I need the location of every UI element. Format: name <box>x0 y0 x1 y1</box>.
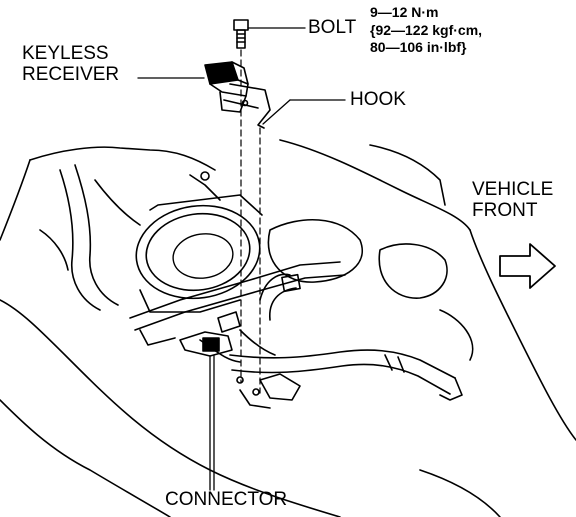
connector-label: CONNECTOR <box>165 489 288 510</box>
vehicle-front-arrow-icon <box>499 243 556 289</box>
bracket <box>129 171 346 346</box>
wire-harness <box>199 273 463 401</box>
torque-line-2: {92—122 kgf·cm, <box>370 21 483 38</box>
left-trim <box>39 164 141 311</box>
body-panel <box>0 139 576 517</box>
connector-cluster <box>179 311 301 409</box>
panel-openings <box>267 218 474 361</box>
torque-spec: 9—12 N·m {92—122 kgf·cm, 80—106 in·lbf} <box>370 4 482 57</box>
vehicle-line-1: VEHICLE <box>472 179 554 200</box>
keyless-line-2: RECEIVER <box>22 63 120 85</box>
torque-line-3: 80—106 in·lbf} <box>370 39 467 55</box>
speaker <box>135 194 263 313</box>
hook-label: HOOK <box>350 89 406 110</box>
hook-leader <box>262 99 291 125</box>
bolt <box>233 19 306 49</box>
alignment-lines <box>240 49 261 394</box>
vehicle-line-2: FRONT <box>472 199 538 221</box>
connector-body <box>202 337 220 352</box>
keyless-receiver-label: KEYLESS RECEIVER <box>22 43 120 86</box>
keyless-line-1: KEYLESS <box>22 43 109 64</box>
torque-line-1: 9—12 N·m <box>370 4 439 20</box>
vehicle-front-label: VEHICLE FRONT <box>472 179 554 222</box>
bolt-label: BOLT <box>308 17 357 38</box>
keyless-receiver <box>137 61 271 129</box>
